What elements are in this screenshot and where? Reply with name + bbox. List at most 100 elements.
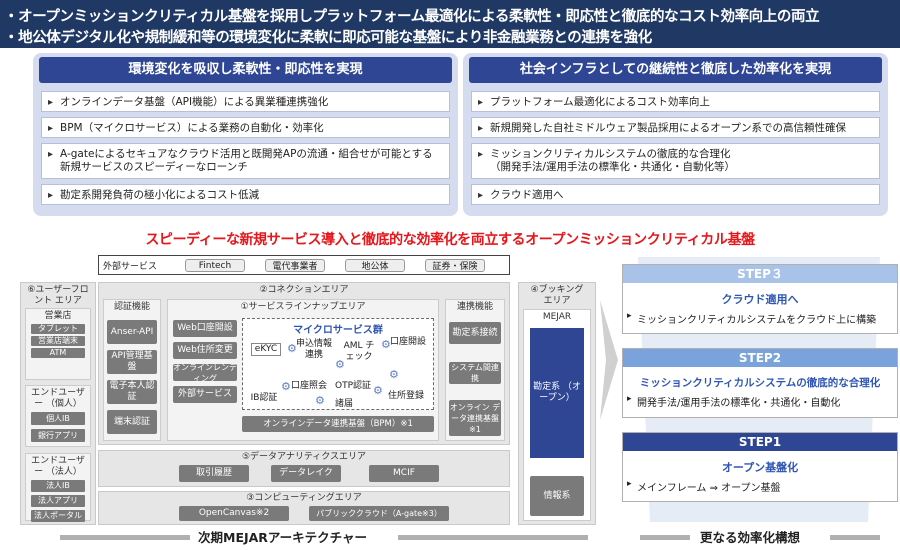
microservice-title: マイクロサービス群: [293, 325, 383, 336]
gear-icon: ⚙: [281, 380, 291, 393]
bank-app-box: 銀行アプリ: [31, 429, 85, 442]
houjin-app-box: 法人アプリ: [31, 495, 85, 507]
mejar-box: MEJAR 勘定系 （オープン） 情報系: [523, 309, 591, 521]
steps-caption: 更なる効率化構想: [700, 530, 801, 545]
computing-area: ③コンピューティングエリア OpenCanvas※2 パブリッククラウド（A-g…: [98, 491, 510, 525]
houjin-portal-box: 法人ポータル: [31, 510, 85, 522]
chevron-right-icon: [600, 300, 618, 420]
user-front-area: ⑥ユーザーフロント エリア 営業店 タブレット 営業店端末 ATM エンドユーザ…: [20, 282, 96, 525]
right-panel-item-main: ミッションクリティカルシステムの徹底的な合理化: [490, 148, 731, 160]
step-1: STEP1 オープン基盤化 メインフレーム ⇒ オープン基盤: [622, 432, 898, 502]
caption-bar-left: [60, 535, 190, 540]
user-front-title: ⑥ユーザーフロント エリア: [27, 285, 89, 306]
step-3-label: STEP３: [623, 265, 897, 283]
ms-ib: IB認証: [250, 393, 278, 403]
group-kojin: エンドユーザー （個人） 個人IB 銀行アプリ: [25, 385, 91, 447]
gear-icon: ⚙: [373, 384, 383, 397]
left-panel-item: 勘定系開発負荷の極小化によるコスト低減: [41, 184, 450, 205]
service-lineup-area: ①サービスラインナップエリア Web口座開設 Web住所変更 オンラインレンディ…: [167, 299, 439, 441]
group-houjin-label: エンドユーザー （法人）: [31, 456, 85, 477]
auth-title: 認証機能: [113, 302, 150, 312]
header-line-2: ・地公体デジタル化や規制緩和等の環境変化に柔軟に即応可能な基盤により非金融業務と…: [4, 30, 652, 46]
kanjo-open-box: 勘定系 （オープン）: [530, 328, 584, 458]
api-mgmt-box: API管理基盤: [107, 350, 157, 374]
left-panel-item: オンラインデータ基盤（API機能）による異業種連携強化: [41, 91, 450, 112]
ms-ekyc: eKYC: [251, 343, 281, 356]
johokei-box: 情報系: [530, 476, 584, 516]
analytics-title: ⑤データアナリティクスエリア: [241, 452, 367, 462]
step-3-item: ミッションクリティカルシステムをクラウド上に構築: [623, 311, 897, 326]
left-panel-title: 環境変化を吸収し柔軟性・即応性を実現: [39, 57, 452, 83]
group-eigyoten-label: 営業店: [44, 311, 72, 321]
microservice-group: マイクロサービス群 eKYC 申込情報 連携 AML チェック 口座開設 口座照…: [242, 318, 434, 410]
ms-kouza: 口座開設: [389, 337, 426, 347]
gear-icon: ⚙: [287, 342, 297, 355]
right-panel-item: クラウド適用へ: [471, 184, 880, 205]
external-fintech: Fintech: [185, 259, 245, 272]
step-2-title: ミッションクリティカルシステムの徹底的な合理化: [639, 377, 881, 389]
connection-area-title: ②コネクションエリア: [259, 285, 349, 295]
renkei-title: 連携機能: [456, 302, 493, 312]
kojin-ib-box: 個人IB: [31, 412, 85, 425]
houjin-ib-box: 法人IB: [31, 480, 85, 492]
group-eigyoten: 営業店 タブレット 営業店端末 ATM: [25, 308, 91, 380]
step-2-label: STEP2: [623, 349, 897, 367]
step-1-label: STEP1: [623, 433, 897, 451]
right-panel-item: ミッションクリティカルシステムの徹底的な合理化 （開発手法/運用手法の標準化・共…: [471, 143, 880, 179]
branch-terminal-box: 営業店端末: [31, 336, 85, 346]
slogan: スピーディーな新規サービス導入と徹底的な効率化を両立するオープンミッションクリテ…: [145, 232, 755, 248]
header-line-1: ・オープンミッションクリティカル基盤を採用しプラットフォーム最適化による柔軟性・…: [4, 9, 820, 25]
right-panel-item: 新規開発した自社ミドルウェア製品採用によるオープン系での高信頼性確保: [471, 117, 880, 138]
ms-aml: AML チェック: [343, 341, 375, 362]
group-kojin-label: エンドユーザー （個人）: [31, 388, 85, 409]
step-2: STEP2 ミッションクリティカルシステムの徹底的な合理化 開発手法/運用手法の…: [622, 348, 898, 418]
ms-otp: OTP認証: [335, 381, 372, 391]
service-lineup-title: ①サービスラインナップエリア: [240, 302, 366, 312]
right-panel-item-sub: （開発手法/運用手法の標準化・共通化・自動化等）: [490, 161, 736, 173]
gear-icon: ⚙: [381, 338, 391, 351]
external-dendai: 電代事業者: [265, 259, 325, 272]
web-kouza-box: Web口座開設: [173, 320, 237, 337]
step-3: STEP３ クラウド適用へ ミッションクリティカルシステムをクラウド上に構築: [622, 264, 898, 334]
step-1-title: オープン基盤化: [721, 461, 799, 474]
gear-icon: ⚙: [335, 358, 345, 371]
right-panel-title: 社会インフラとしての継続性と徹底した効率化を実現: [469, 57, 882, 83]
anser-api-box: Anser-API: [107, 320, 157, 344]
right-panel: 社会インフラとしての継続性と徹底した効率化を実現 プラットフォーム最適化によるコ…: [463, 53, 888, 216]
web-jusho-box: Web住所変更: [173, 342, 237, 359]
external-service-box: 外部サービス: [173, 386, 237, 403]
ms-shoshiki: 諸届: [334, 399, 353, 409]
caption-bar-right: [398, 535, 588, 540]
atm-box: ATM: [31, 348, 85, 358]
header-banner: ・オープンミッションクリティカル基盤を採用しプラットフォーム最適化による柔軟性・…: [0, 0, 900, 48]
step-2-item: 開発手法/運用手法の標準化・共通化・自動化: [623, 394, 897, 409]
computing-title: ③コンピューティングエリア: [246, 493, 362, 503]
left-panel-item: A-gateによるセキュアなクラウド活用と既開発APの流通・組合せが可能とする新…: [41, 143, 450, 179]
external-services-bar: 外部サービス Fintech 電代事業者 地公体 証券・保険: [98, 255, 510, 275]
auth-functions: 認証機能 Anser-API API管理基盤 電子本人認証 端末認証: [103, 299, 161, 441]
step-1-item: メインフレーム ⇒ オープン基盤: [623, 479, 897, 494]
external-shoken: 証券・保険: [425, 259, 485, 272]
online-data-renkei-box: オンライン データ連携基盤 ※1: [449, 400, 501, 436]
ms-jusho: 住所登録: [387, 391, 424, 401]
group-houjin: エンドユーザー （法人） 法人IB 法人アプリ 法人ポータル: [25, 453, 91, 522]
steps-caption-bar-right: [830, 535, 880, 540]
gear-icon: ⚙: [315, 394, 325, 407]
tablet-box: タブレット: [31, 324, 85, 334]
datalake-box: データレイク: [271, 465, 341, 482]
booking-title: ④ブッキング エリア: [530, 285, 584, 306]
arch-caption: 次期MEJARアーキテクチャー: [198, 530, 368, 545]
bpm-box: オンラインデータ連携基盤（BPM）※1: [242, 416, 434, 432]
public-cloud-box: パブリッククラウド（A-gate※3）: [309, 506, 449, 521]
external-services-label: 外部サービス: [103, 262, 158, 272]
terminal-auth-box: 端末認証: [107, 410, 157, 434]
renkei-functions: 連携機能 勘定系接続 システム間連携 オンライン データ連携基盤 ※1: [445, 299, 505, 441]
e-auth-box: 電子本人認証: [107, 380, 157, 404]
step-3-title: クラウド適用へ: [721, 293, 799, 306]
system-renkei-box: システム間連携: [449, 362, 501, 384]
booking-area: ④ブッキング エリア MEJAR 勘定系 （オープン） 情報系: [518, 282, 596, 525]
left-panel: 環境変化を吸収し柔軟性・即応性を実現 オンラインデータ基盤（API機能）による異…: [33, 53, 458, 216]
online-lending-box: オンラインレンディング: [173, 362, 237, 383]
analytics-area: ⑤データアナリティクスエリア 取引履歴 データレイク MCIF: [98, 450, 510, 487]
kanjo-setsuzoku-box: 勘定系接続: [449, 322, 501, 344]
